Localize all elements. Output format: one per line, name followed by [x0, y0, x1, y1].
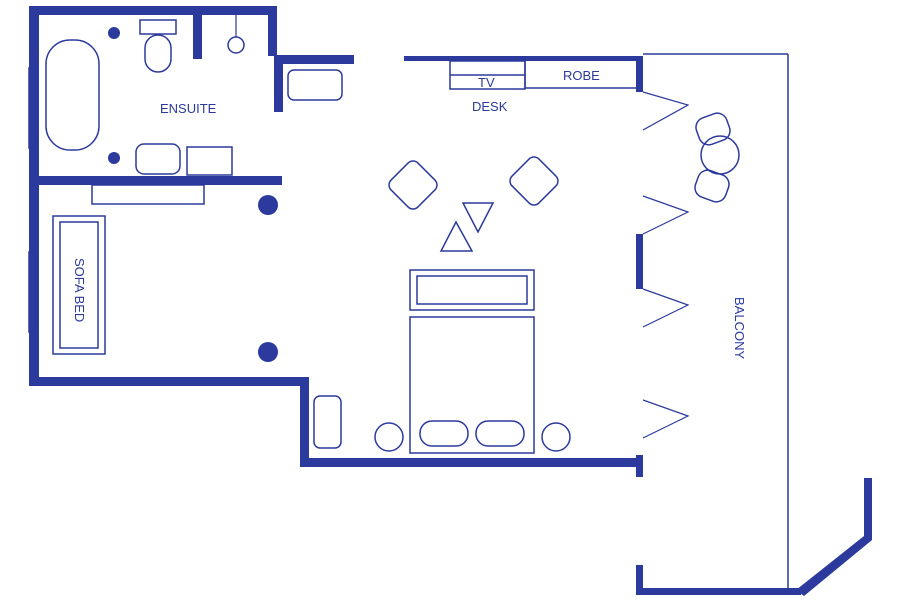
bed-bench-outer — [409, 269, 535, 311]
wall-ensuite-right — [268, 6, 277, 56]
balcony-wall-right — [864, 478, 872, 540]
bed-mattress — [409, 316, 535, 454]
sliding-door-2 — [642, 195, 690, 235]
wall-wc-partition — [193, 15, 202, 59]
balcony-dining — [694, 112, 740, 203]
armchairs — [388, 156, 559, 252]
label-desk: DESK — [472, 99, 508, 114]
side-cabinet — [287, 69, 343, 101]
label-balcony: BALCONY — [732, 297, 747, 359]
tap-top — [108, 27, 120, 39]
window-left-upper — [28, 67, 36, 149]
sliding-door-1 — [642, 91, 690, 131]
label-sofa-bed: SOFA BED — [72, 258, 87, 322]
wall-right-seg3 — [636, 455, 643, 477]
wall-bottom-main — [300, 458, 640, 467]
table-triangle-bottom — [439, 220, 474, 252]
sliding-doors — [642, 91, 690, 439]
wall-top-main — [404, 56, 638, 61]
balcony-chair-top — [695, 112, 731, 146]
bedside-cabinet — [313, 395, 342, 449]
tv-desk-robe — [449, 60, 636, 90]
balcony-wall-angled — [796, 536, 872, 596]
label-tv: TV — [478, 75, 495, 90]
wall-left-outer — [29, 6, 39, 386]
toilet-cistern — [139, 19, 177, 35]
wardrobe-shelf — [91, 184, 205, 205]
balcony-wall-bottom — [636, 588, 801, 595]
pillow-left — [419, 420, 469, 447]
wall-top-ensuite — [29, 6, 277, 15]
label-robe: ROBE — [563, 68, 600, 83]
sliding-door-3 — [642, 288, 690, 328]
walls — [29, 6, 872, 596]
ensuite-fixtures — [45, 15, 245, 176]
bathtub — [45, 39, 100, 151]
label-ensuite: ENSUITE — [160, 101, 217, 116]
balcony-chair-bottom — [694, 169, 730, 203]
vanity-basin — [135, 143, 181, 175]
nightstand-right — [541, 422, 571, 452]
wall-ensuite-bottom — [29, 176, 282, 185]
bed — [374, 269, 571, 454]
window-left-lower — [28, 251, 36, 333]
wall-ensuite-right-lower — [274, 56, 283, 112]
column-lower — [258, 342, 278, 362]
toilet-bowl — [144, 34, 172, 73]
sliding-door-4 — [642, 399, 690, 439]
armchair-left — [388, 160, 438, 210]
column-upper — [258, 195, 278, 215]
sofa-bed — [52, 215, 106, 355]
tap-bottom — [108, 152, 120, 164]
balcony-outline — [643, 53, 789, 590]
vanity-cabinet — [186, 146, 233, 176]
wall-top-stub — [274, 55, 354, 64]
balcony-wall-bottom-left — [636, 565, 643, 595]
wall-bottom-left — [29, 377, 309, 386]
table-triangle-top — [461, 202, 495, 234]
bed-bench-inner — [416, 275, 528, 305]
shower-head — [227, 36, 245, 54]
wall-right-seg2 — [636, 234, 643, 289]
pillow-right — [475, 420, 525, 447]
nightstand-left — [374, 422, 404, 452]
wall-step — [300, 377, 309, 467]
armchair-right — [509, 156, 559, 206]
wall-right-upper — [636, 56, 643, 92]
